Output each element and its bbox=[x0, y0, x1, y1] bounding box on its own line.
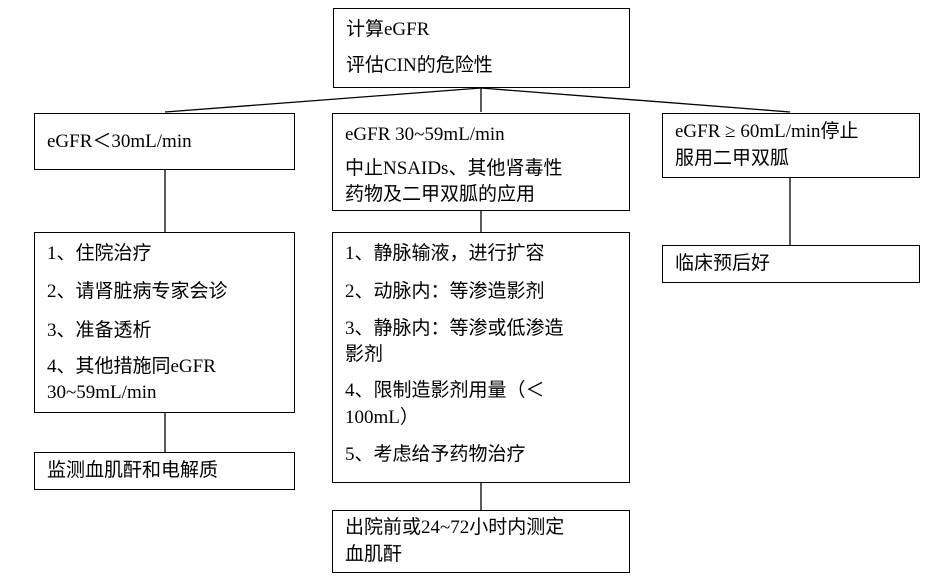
middle-branch-followup-box: 出院前或24~72小时内测定 血肌酐 bbox=[332, 510, 630, 573]
title-line-1: 计算eGFR bbox=[346, 19, 430, 40]
middle-branch-header-box: eGFR 30~59mL/min 中止NSAIDs、其他肾毒性 药物及二甲双胍的… bbox=[332, 113, 630, 211]
left-followup-text: 监测血肌酐和电解质 bbox=[47, 460, 219, 482]
title-line-2: 评估CIN的危险性 bbox=[346, 55, 493, 77]
left-action-item-1: 1、住院治疗 bbox=[47, 243, 152, 264]
connector-top-to-right bbox=[480, 87, 791, 113]
right-branch-header-text: eGFR ≥ 60mL/min停止 服用二甲双胍 bbox=[675, 120, 859, 169]
left-branch-actions-box: 1、住院治疗 2、请肾脏病专家会诊 3、准备透析 4、其他措施同eGFR 30~… bbox=[34, 232, 295, 413]
left-action-item-4: 4、其他措施同eGFR 30~59mL/min bbox=[47, 356, 216, 403]
middle-action-item-5: 5、考虑给予药物治疗 bbox=[345, 444, 526, 466]
middle-branch-header-line-2: 中止NSAIDs、其他肾毒性 药物及二甲双胍的应用 bbox=[345, 158, 563, 206]
middle-branch-header-line-1: eGFR 30~59mL/min bbox=[345, 124, 505, 145]
left-branch-header-text: eGFR＜30mL/min bbox=[47, 130, 192, 152]
middle-action-item-1: 1、静脉输液，进行扩容 bbox=[345, 243, 545, 264]
left-branch-header-box: eGFR＜30mL/min bbox=[34, 113, 295, 170]
left-action-item-2: 2、请肾脏病专家会诊 bbox=[47, 281, 228, 303]
title-box: 计算eGFR 评估CIN的危险性 bbox=[333, 8, 630, 88]
right-branch-header-box: eGFR ≥ 60mL/min停止 服用二甲双胍 bbox=[662, 113, 920, 178]
middle-action-item-3: 3、静脉内：等渗或低渗造 影剂 bbox=[345, 317, 564, 366]
left-action-item-3: 3、准备透析 bbox=[47, 319, 152, 341]
connector-top-to-left bbox=[164, 87, 482, 113]
right-outcome-text: 临床预后好 bbox=[675, 253, 771, 275]
right-branch-outcome-box: 临床预后好 bbox=[662, 245, 920, 283]
middle-action-item-4: 4、限制造影剂用量（＜ 100mL） bbox=[345, 380, 545, 428]
middle-followup-text: 出院前或24~72小时内测定 血肌酐 bbox=[345, 516, 565, 565]
middle-action-item-2: 2、动脉内：等渗造影剂 bbox=[345, 281, 545, 303]
left-branch-followup-box: 监测血肌酐和电解质 bbox=[34, 452, 295, 490]
middle-branch-actions-box: 1、静脉输液，进行扩容 2、动脉内：等渗造影剂 3、静脉内：等渗或低渗造 影剂 … bbox=[332, 232, 630, 483]
